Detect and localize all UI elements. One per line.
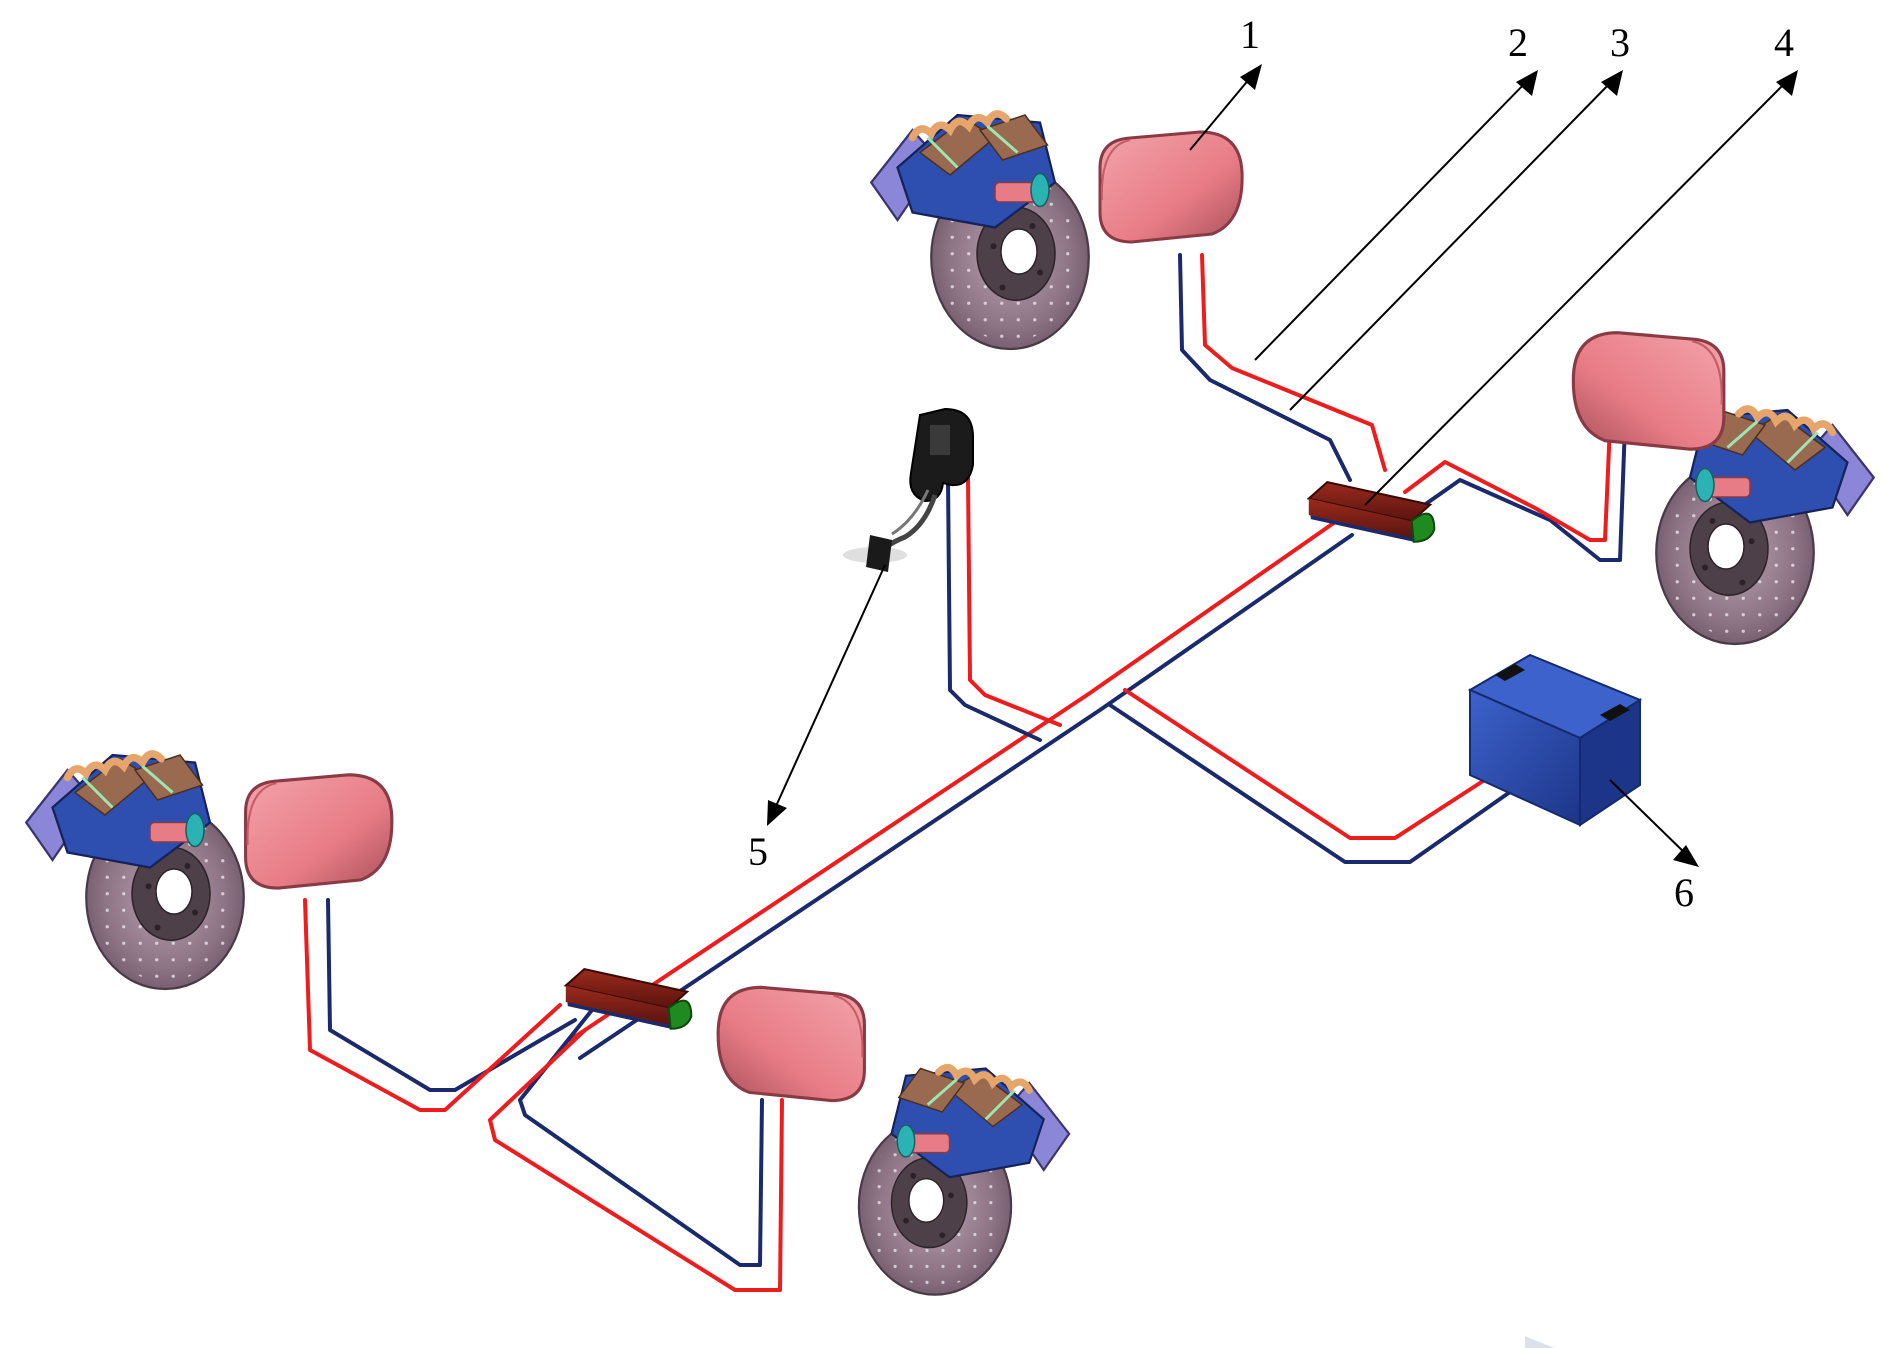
brake-unit-rear-left — [26, 754, 394, 989]
leader-4 — [1364, 77, 1791, 506]
positive-wire-rear-left — [303, 898, 562, 1112]
disc-brake-icon — [859, 1067, 1069, 1294]
actuator-icon — [243, 773, 394, 890]
negative-wire-trunk — [578, 533, 1354, 1060]
arrowhead-6 — [1673, 845, 1699, 867]
negative-wire-rear-right — [518, 998, 764, 1267]
callout-6: 6 — [1674, 870, 1694, 915]
callout-1: 1 — [1240, 12, 1260, 57]
arrowhead-2 — [1516, 70, 1538, 96]
leader-5 — [771, 564, 886, 816]
arrowhead-3 — [1601, 70, 1623, 96]
callout-5: 5 — [748, 829, 768, 874]
actuator-icon — [1098, 130, 1244, 244]
leader-2 — [1254, 77, 1531, 361]
positive-wire-trunk — [568, 518, 1340, 1042]
callout-3: 3 — [1610, 20, 1630, 65]
positive-wire-front-left — [1200, 253, 1387, 472]
disc-brake-icon — [26, 754, 244, 989]
leader-3 — [1289, 77, 1616, 411]
callout-arrowheads — [767, 64, 1798, 867]
negative-wire-front-right — [1418, 423, 1627, 562]
positive-wire-rear-right — [488, 1028, 784, 1292]
arrowhead-4 — [1776, 70, 1798, 96]
disc-brake-icon — [871, 114, 1089, 349]
negative-wire-battery — [1108, 703, 1522, 864]
brake-unit-front-right — [1571, 330, 1873, 644]
actuator-icon — [1571, 330, 1726, 451]
wiring-harness — [303, 253, 1627, 1292]
callout-4: 4 — [1774, 20, 1794, 65]
positive-wire-battery — [1123, 688, 1502, 840]
brake-pedal-icon — [843, 407, 974, 572]
negative-wire-front-left — [1178, 253, 1352, 482]
callout-leaders — [771, 71, 1791, 859]
arrowhead-1 — [1240, 64, 1262, 90]
leader-1 — [1189, 71, 1256, 151]
controller-icon — [1307, 481, 1436, 543]
actuator-icon — [716, 985, 867, 1103]
brake-unit-rear-right — [716, 985, 1069, 1294]
negative-wire-pedal — [946, 476, 1042, 742]
positive-wire-front-right — [1403, 423, 1612, 542]
negative-wire-rear-left — [326, 898, 577, 1092]
brake-unit-front-left — [871, 114, 1244, 349]
leader-6 — [1609, 779, 1691, 859]
positive-wire-pedal — [966, 476, 1062, 727]
battery-icon — [1467, 653, 1643, 1348]
arrowhead-5 — [767, 800, 787, 826]
callout-2: 2 — [1508, 20, 1528, 65]
